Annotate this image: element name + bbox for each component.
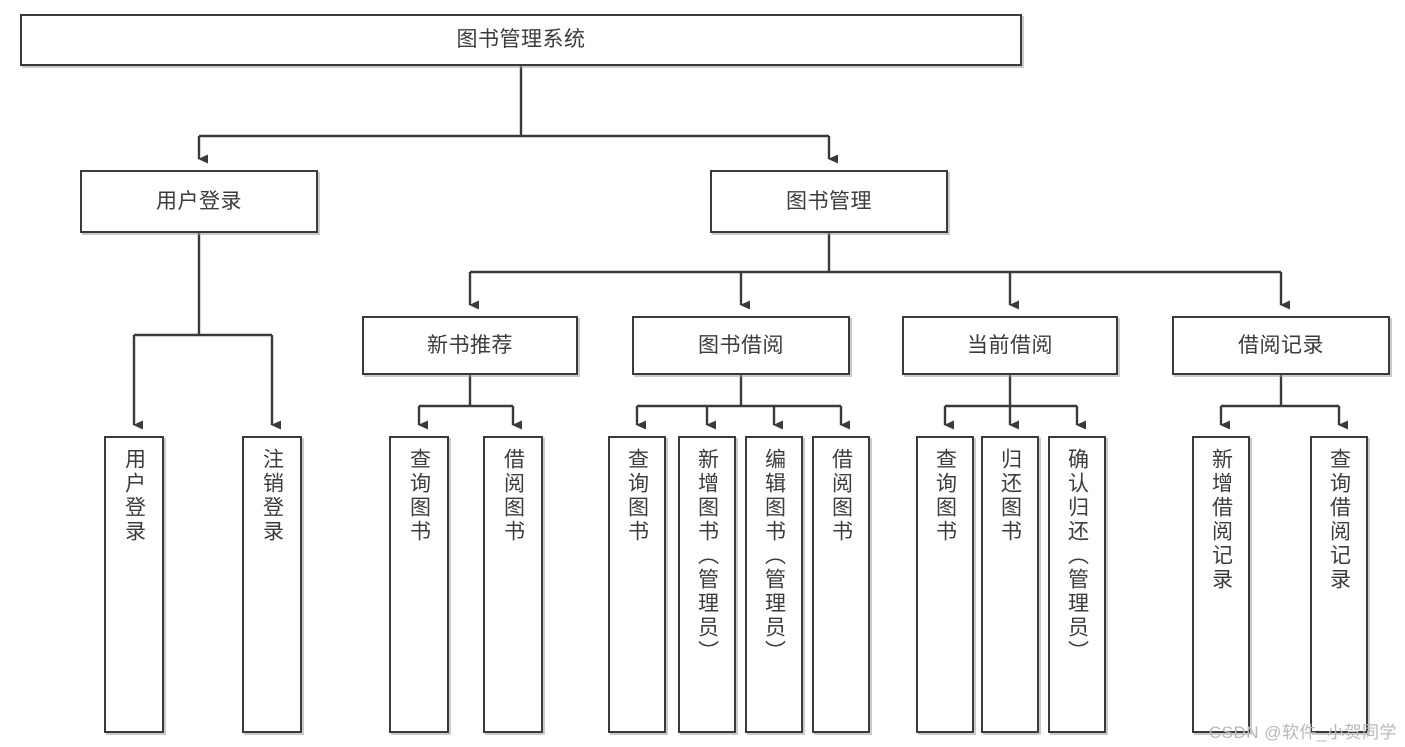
node-label: 借阅图书 xyxy=(501,448,525,544)
node-l_confirm[interactable]: 确认归还（管理员） xyxy=(1048,436,1106,733)
node-l_login[interactable]: 用户登录 xyxy=(104,436,164,733)
node-label: 用户登录 xyxy=(122,448,146,544)
node-l_return[interactable]: 归还图书 xyxy=(981,436,1039,733)
node-l_borrow1[interactable]: 借阅图书 xyxy=(483,436,543,733)
node-label: 查询借阅记录 xyxy=(1327,448,1351,592)
node-label: 图书管理系统 xyxy=(456,28,586,52)
node-l_edit[interactable]: 编辑图书（管理员） xyxy=(745,436,803,733)
node-l_query1[interactable]: 查询图书 xyxy=(389,436,449,733)
node-label: 注销登录 xyxy=(260,448,284,544)
node-l_logout[interactable]: 注销登录 xyxy=(242,436,302,733)
node-records[interactable]: 借阅记录 xyxy=(1172,316,1390,375)
node-label: 查询图书 xyxy=(933,448,957,544)
node-l_queryrec[interactable]: 查询借阅记录 xyxy=(1310,436,1368,733)
node-current[interactable]: 当前借阅 xyxy=(902,316,1118,375)
node-label: 编辑图书（管理员） xyxy=(762,448,786,664)
node-root[interactable]: 图书管理系统 xyxy=(20,14,1022,66)
node-label: 图书借阅 xyxy=(698,333,784,357)
node-label: 新书推荐 xyxy=(427,333,513,357)
node-label: 图书管理 xyxy=(786,189,872,213)
node-label: 新增借阅记录 xyxy=(1209,448,1233,592)
node-l_add[interactable]: 新增图书（管理员） xyxy=(678,436,736,733)
node-l_query3[interactable]: 查询图书 xyxy=(916,436,974,733)
node-label: 确认归还（管理员） xyxy=(1065,448,1089,664)
node-login[interactable]: 用户登录 xyxy=(80,170,318,233)
node-label: 查询图书 xyxy=(625,448,649,544)
node-label: 用户登录 xyxy=(156,189,242,213)
node-label: 归还图书 xyxy=(998,448,1022,544)
node-label: 借阅图书 xyxy=(829,448,853,544)
node-l_addrec[interactable]: 新增借阅记录 xyxy=(1192,436,1250,733)
node-label: 当前借阅 xyxy=(967,333,1053,357)
node-borrow[interactable]: 图书借阅 xyxy=(632,316,850,375)
node-label: 新增图书（管理员） xyxy=(695,448,719,664)
node-newbook[interactable]: 新书推荐 xyxy=(362,316,578,375)
node-bookmgmt[interactable]: 图书管理 xyxy=(710,170,948,233)
node-l_query2[interactable]: 查询图书 xyxy=(608,436,666,733)
watermark-text: CSDN @软件_小贺同学 xyxy=(1208,723,1397,742)
node-label: 借阅记录 xyxy=(1238,333,1324,357)
node-l_borrow2[interactable]: 借阅图书 xyxy=(812,436,870,733)
node-label: 查询图书 xyxy=(407,448,431,544)
